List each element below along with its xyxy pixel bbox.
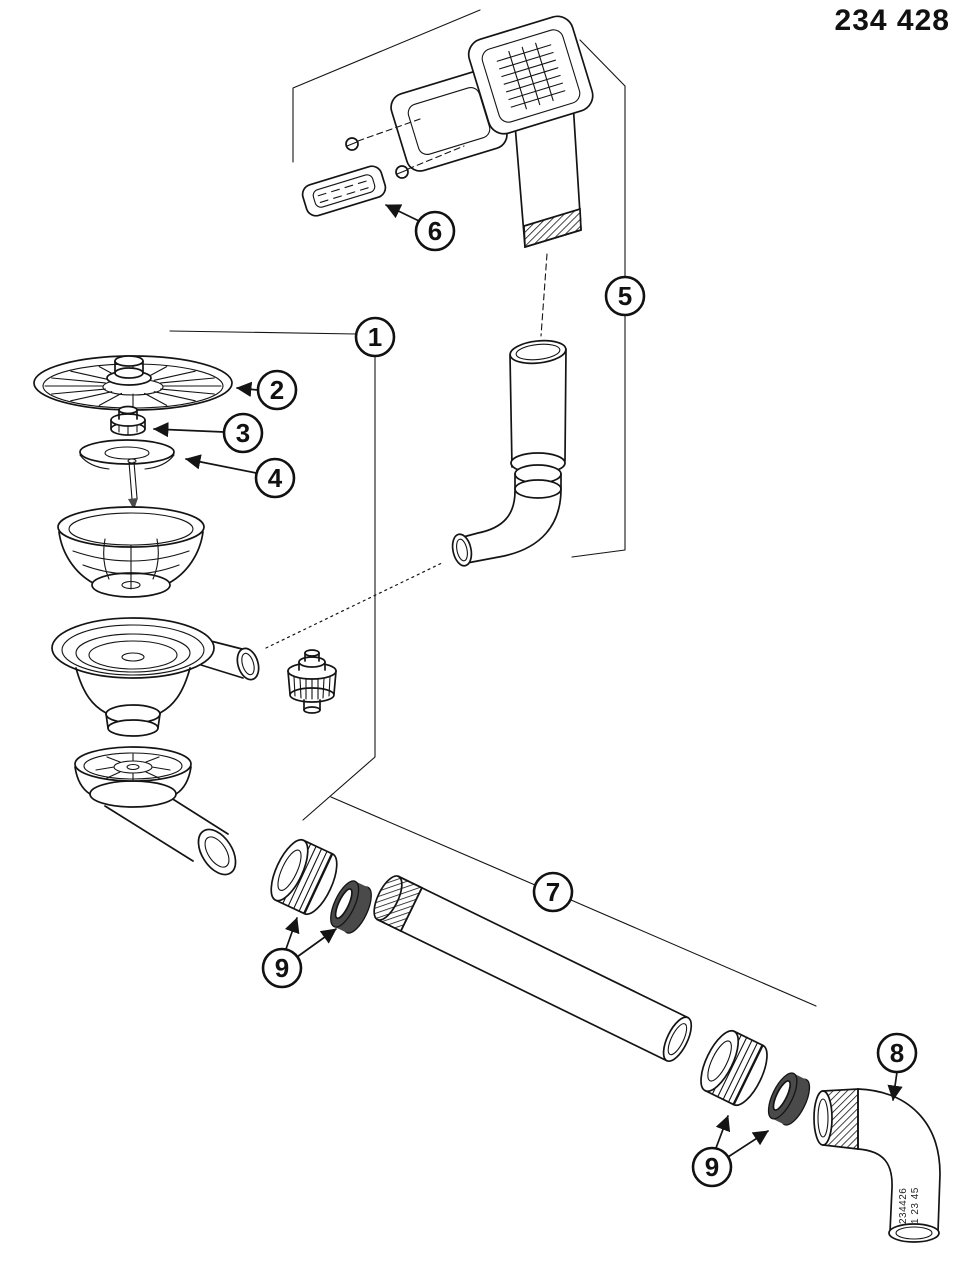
leader-part7-left — [330, 796, 536, 886]
elbow-stamp-line1: 234426 — [898, 1188, 909, 1224]
svg-text:5: 5 — [618, 281, 632, 311]
drain-flange — [51, 617, 260, 737]
callouts: 1 2 3 4 5 6 7 — [222, 210, 918, 1188]
leader-part1-horizontal — [169, 330, 357, 335]
callout-5-circle — [604, 275, 646, 317]
pipe-assembly: 234426 1 23 45 — [270, 838, 941, 1243]
callout-8-circle — [876, 1032, 918, 1074]
union-nut-left — [270, 838, 338, 916]
svg-text:3: 3 — [236, 418, 250, 448]
cover-plate — [301, 165, 387, 217]
callout-7-circle — [532, 871, 574, 913]
svg-text:4: 4 — [268, 463, 283, 493]
screw-top — [345, 137, 359, 151]
screw-bottom — [395, 165, 409, 179]
callout-3-circle — [222, 412, 264, 454]
leader-part7-right — [570, 899, 817, 1007]
callout-4-circle — [254, 457, 296, 499]
callout-5: 5 — [604, 275, 646, 317]
arrow-part9-left-nut — [284, 917, 300, 950]
standpipe-elbow — [451, 339, 567, 567]
stem-nut — [110, 405, 146, 436]
callout-2-circle — [256, 369, 298, 411]
svg-text:9: 9 — [705, 1152, 719, 1182]
pin-dish — [79, 439, 175, 510]
elbow-stamp-line2: 1 23 45 — [910, 1187, 921, 1224]
svg-text:7: 7 — [546, 877, 560, 907]
overflow-assembly — [301, 15, 594, 249]
part-number: 234 428 — [834, 4, 950, 37]
callout-6-circle — [414, 210, 456, 252]
arrow-part4 — [185, 454, 257, 474]
screw-axis-top — [357, 118, 421, 142]
svg-text:6: 6 — [428, 216, 442, 246]
outlet-alignment-axis — [265, 561, 445, 649]
callout-2: 2 — [256, 369, 298, 411]
callout-9-right: 9 — [691, 1146, 733, 1188]
housing-standpipe-axis — [540, 253, 548, 337]
strainer-stack — [33, 355, 337, 876]
callout-1: 1 — [354, 316, 396, 358]
leader-lines — [169, 9, 817, 1007]
arrow-part2 — [236, 381, 259, 397]
callout-7: 7 — [532, 871, 574, 913]
callout-1-circle — [354, 316, 396, 358]
svg-text:2: 2 — [270, 375, 284, 405]
callout-3: 3 — [222, 412, 264, 454]
arrow-part9-right-gasket — [727, 1130, 769, 1158]
gasket-right — [767, 1072, 811, 1126]
callout-9-right-circle — [691, 1146, 733, 1188]
outlet-elbow: 234426 1 23 45 — [813, 1088, 941, 1243]
callout-9-left-circle — [261, 947, 303, 989]
lower-basket-elbow — [74, 746, 237, 876]
leader-part5-bracket — [571, 39, 626, 558]
gasket-left — [330, 880, 372, 934]
assembly-lines — [265, 118, 548, 649]
arrow-part6 — [385, 204, 420, 222]
strainer-plate — [33, 355, 233, 411]
svg-text:8: 8 — [890, 1038, 904, 1068]
overflow-plug — [287, 649, 337, 714]
strainer-basket — [57, 506, 205, 598]
callout-8: 8 — [876, 1032, 918, 1074]
arrow-part3 — [153, 421, 225, 438]
callout-6: 6 — [414, 210, 456, 252]
leader-part1-vertical — [302, 355, 376, 821]
telescopic-pipe — [373, 875, 693, 1063]
union-nut-right — [700, 1029, 768, 1107]
leader-top-left-bracket — [292, 9, 481, 163]
screw-axis-bottom — [407, 145, 465, 170]
arrow-part9-right-nut — [715, 1115, 731, 1149]
arrow-part9-left-gasket — [296, 928, 337, 958]
svg-text:9: 9 — [275, 953, 289, 983]
overflow-bezel — [467, 15, 594, 135]
arrow-part8 — [887, 1071, 903, 1101]
callout-4: 4 — [254, 457, 296, 499]
plate-knob — [106, 355, 152, 386]
svg-text:1: 1 — [368, 322, 382, 352]
callout-arrows — [153, 204, 903, 1158]
callout-9-left: 9 — [261, 947, 303, 989]
